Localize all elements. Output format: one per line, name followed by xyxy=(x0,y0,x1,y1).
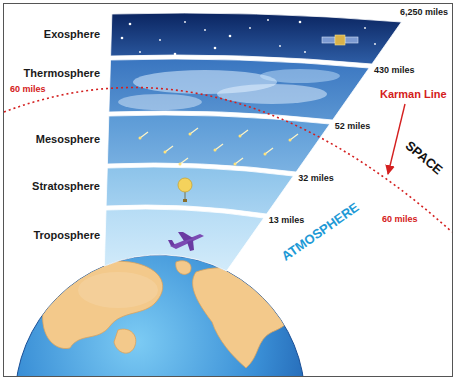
layer-name: Mesosphere xyxy=(36,133,100,146)
altitude-label: 52 miles xyxy=(335,121,371,132)
balloon-string xyxy=(185,192,186,199)
airplane-tail xyxy=(168,240,175,246)
meteor xyxy=(164,151,167,154)
airplane-wing xyxy=(178,232,193,241)
meteor xyxy=(264,153,267,156)
satellite-body xyxy=(335,35,345,45)
meteor xyxy=(179,163,182,166)
globe xyxy=(15,255,305,376)
layer-band-shape xyxy=(111,13,402,64)
layer-name: Exosphere xyxy=(44,28,100,41)
layer-band xyxy=(104,160,296,216)
layer-band xyxy=(105,108,332,174)
atmosphere-layer: Stratosphere32 miles xyxy=(104,160,296,216)
layer-band-shape xyxy=(107,115,329,172)
star xyxy=(304,51,306,53)
frame xyxy=(4,4,453,377)
meteor xyxy=(189,133,192,136)
layer-band-shape xyxy=(106,167,293,214)
layer-band-shape xyxy=(109,59,369,120)
altitude-label: 32 miles xyxy=(298,173,334,184)
leader-arrow xyxy=(388,104,405,174)
meteor-trail xyxy=(265,148,273,154)
region-label: SPACE xyxy=(402,138,446,178)
continent xyxy=(193,268,296,368)
star xyxy=(129,23,132,26)
star xyxy=(267,19,269,21)
satellite-panel xyxy=(345,37,358,43)
layer-name: Troposphere xyxy=(33,229,100,242)
globe-highlight xyxy=(78,272,158,308)
meteor xyxy=(214,149,217,152)
star xyxy=(139,51,141,53)
meteor xyxy=(239,135,242,138)
satellite-panel xyxy=(322,37,335,43)
altitude-label: 13 miles xyxy=(269,215,305,226)
layer-name: Thermosphere xyxy=(24,67,100,80)
atmosphere-layer: Exosphere6,250 miles xyxy=(108,6,404,66)
atmosphere-layer: Troposphere13 miles xyxy=(102,202,266,273)
star xyxy=(121,37,124,40)
altitude-label: 60 miles xyxy=(10,84,46,95)
star xyxy=(374,43,376,45)
altitude-label: 6,250 miles xyxy=(400,7,448,18)
meteor xyxy=(139,137,142,140)
star xyxy=(214,47,217,50)
continent xyxy=(114,329,136,353)
aurora-cloud xyxy=(217,84,327,104)
continent xyxy=(43,261,163,348)
star xyxy=(364,27,366,29)
star xyxy=(249,27,251,29)
layer-band xyxy=(108,6,404,66)
airplane-wing xyxy=(187,240,194,251)
atmosphere-layer: Thermosphere430 miles xyxy=(106,52,372,122)
star xyxy=(204,29,206,31)
balloon-basket xyxy=(183,199,187,202)
star xyxy=(184,21,186,23)
continents xyxy=(43,261,296,368)
star xyxy=(159,39,161,41)
layer-name: Stratosphere xyxy=(32,180,100,193)
continent xyxy=(176,261,191,275)
meteor xyxy=(234,163,237,166)
star xyxy=(279,45,281,47)
altitude-label: 430 miles xyxy=(374,65,415,76)
atmosphere-layer: Mesosphere52 miles xyxy=(105,108,332,174)
aurora-cloud xyxy=(260,69,340,83)
aurora-cloud xyxy=(118,94,202,110)
region-label: ATMOSPHERE xyxy=(278,200,361,265)
layer-band xyxy=(106,52,372,122)
altitude-label: 60 miles xyxy=(382,214,418,225)
star xyxy=(174,53,177,56)
layer-band-shape xyxy=(104,209,263,271)
star xyxy=(229,35,232,38)
karman-line-curve xyxy=(4,88,452,233)
weather-balloon xyxy=(178,178,192,192)
karman-line-label: Karman Line xyxy=(380,88,447,101)
layer-band xyxy=(102,202,266,273)
meteor xyxy=(289,139,292,142)
meteor-trail xyxy=(290,134,298,140)
star xyxy=(299,21,302,24)
globe-ocean xyxy=(15,255,305,376)
